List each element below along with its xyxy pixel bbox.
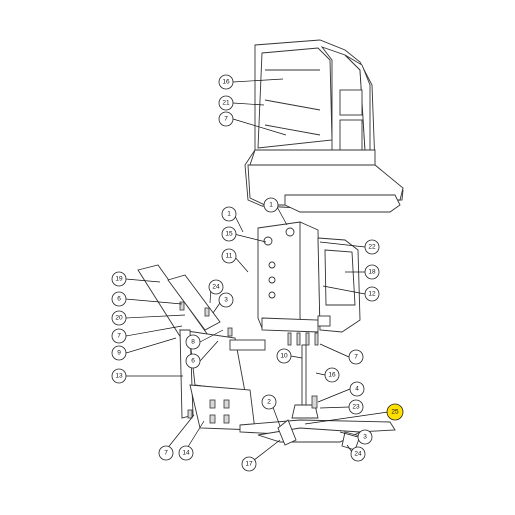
callout-24: 24: [350, 446, 366, 462]
callout-3: 3: [218, 292, 234, 308]
left-arm-assembly: [137, 264, 266, 431]
svg-text:1: 1: [227, 211, 231, 218]
callout-4: 4: [349, 381, 365, 397]
callout-14: 14: [178, 445, 194, 461]
callout-1: 1: [221, 206, 237, 222]
svg-text:3: 3: [363, 434, 367, 441]
svg-text:6: 6: [191, 358, 195, 365]
callout-8: 8: [185, 334, 201, 350]
top-housing: [244, 39, 404, 213]
callout-24: 24: [208, 279, 224, 295]
svg-text:11: 11: [226, 253, 233, 260]
callout-15: 15: [221, 226, 237, 242]
svg-text:2: 2: [267, 399, 271, 406]
callout-7: 7: [158, 445, 174, 461]
svg-text:21: 21: [222, 100, 230, 107]
svg-text:20: 20: [115, 315, 123, 322]
callout-16: 16: [218, 74, 234, 90]
callout-22: 22: [364, 239, 380, 255]
svg-text:6: 6: [117, 296, 121, 303]
callout-7: 7: [218, 111, 234, 127]
callout-9: 9: [111, 345, 127, 361]
svg-text:12: 12: [368, 291, 376, 298]
leader-lines: [125, 78, 389, 465]
svg-text:16: 16: [222, 79, 230, 86]
svg-text:19: 19: [115, 276, 123, 283]
callout-19: 19: [111, 271, 127, 287]
callout-12: 12: [364, 286, 380, 302]
callout-20: 20: [111, 310, 127, 326]
callout-6: 6: [111, 291, 127, 307]
svg-text:16: 16: [328, 372, 336, 379]
callout-13: 13: [111, 368, 127, 384]
callout-1: 1: [263, 197, 279, 213]
callout-11: 11: [221, 248, 237, 264]
svg-text:4: 4: [355, 386, 359, 393]
svg-text:14: 14: [182, 450, 190, 457]
callout-7: 7: [348, 349, 364, 365]
svg-text:15: 15: [225, 231, 233, 238]
callout-7: 7: [111, 328, 127, 344]
center-bracket-assembly: [257, 221, 361, 346]
svg-text:7: 7: [354, 354, 358, 361]
svg-text:24: 24: [212, 284, 220, 291]
svg-text:7: 7: [164, 450, 168, 457]
callout-2: 2: [261, 394, 277, 410]
callout-10: 10: [276, 348, 292, 364]
svg-text:9: 9: [117, 350, 121, 357]
svg-text:24: 24: [354, 451, 362, 458]
callout-21: 21: [218, 95, 234, 111]
callout-18: 18: [364, 264, 380, 280]
svg-text:23: 23: [352, 404, 360, 411]
callout-23: 23: [348, 399, 364, 415]
svg-text:18: 18: [368, 269, 376, 276]
svg-text:10: 10: [280, 353, 288, 360]
svg-text:22: 22: [368, 244, 376, 251]
bottom-plate-assembly: [239, 344, 396, 451]
callout-25-highlighted: 25: [386, 403, 404, 421]
svg-text:13: 13: [115, 373, 123, 380]
svg-text:1: 1: [269, 202, 273, 209]
callout-3: 3: [357, 429, 373, 445]
svg-text:7: 7: [224, 116, 228, 123]
svg-text:3: 3: [224, 297, 228, 304]
svg-text:25: 25: [391, 409, 399, 416]
callout-6: 6: [185, 353, 201, 369]
svg-text:7: 7: [117, 333, 121, 340]
svg-text:8: 8: [191, 339, 195, 346]
callout-16: 16: [324, 367, 340, 383]
callout-17: 17: [241, 456, 257, 472]
callouts: 16 21 7 1 1 15 22 11 18 19 24 12 6 3 20 …: [111, 74, 404, 472]
svg-text:17: 17: [245, 461, 253, 468]
